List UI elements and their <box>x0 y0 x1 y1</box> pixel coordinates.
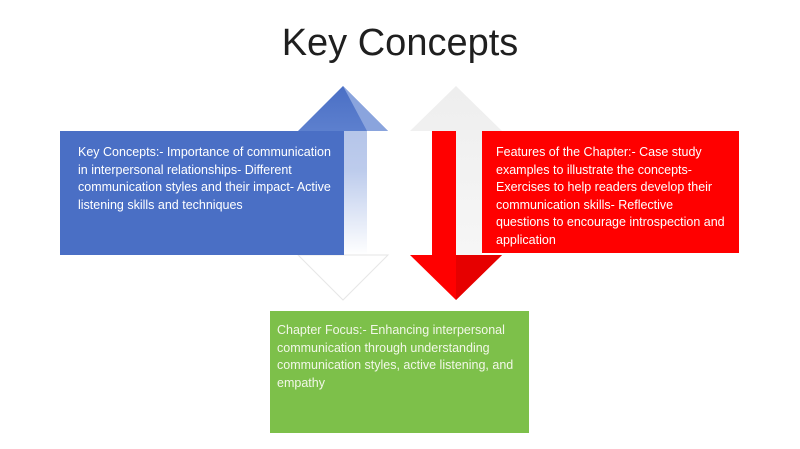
slide-title: Key Concepts <box>281 22 519 64</box>
key-concepts-box: Key Concepts:- Importance of communicati… <box>60 131 344 255</box>
features-box: Features of the Chapter:- Case study exa… <box>482 131 739 253</box>
chapter-focus-text: Chapter Focus:- Enhancing interpersonal … <box>277 323 514 390</box>
key-concepts-text: Key Concepts:- Importance of communicati… <box>78 145 331 212</box>
chapter-focus-box: Chapter Focus:- Enhancing interpersonal … <box>270 311 529 433</box>
features-text: Features of the Chapter:- Case study exa… <box>496 145 725 247</box>
left-down-arrow-head <box>296 254 390 301</box>
right-down-arrow <box>410 131 502 300</box>
